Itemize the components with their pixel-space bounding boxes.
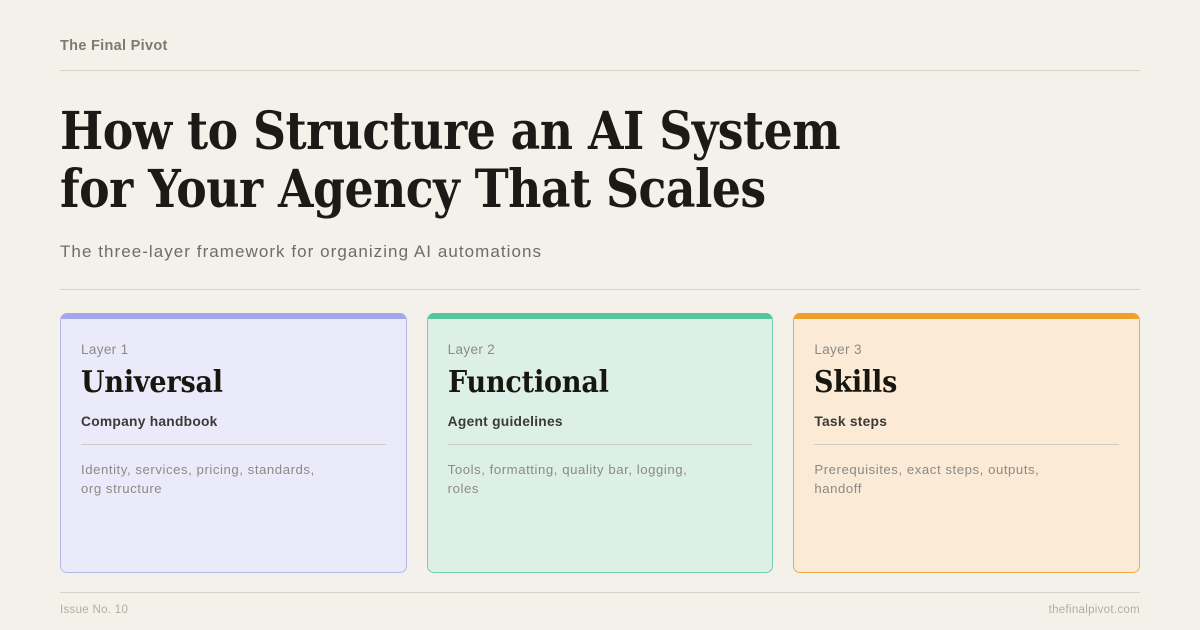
layer-card-2: Layer 2 Functional Agent guidelines Tool… bbox=[426, 312, 774, 573]
card-description: Identity, services, pricing, standards, … bbox=[81, 462, 315, 496]
card-kicker: Layer 1 bbox=[81, 341, 129, 357]
card-inner-divider bbox=[81, 444, 386, 446]
card-title: Skills bbox=[814, 365, 898, 401]
masthead-divider bbox=[60, 70, 1140, 72]
card-description: Tools, formatting, quality bar, logging,… bbox=[447, 462, 688, 496]
masthead: The Final Pivot bbox=[60, 0, 1140, 72]
footer-section: Issue No. 10 thefinalpivot.com bbox=[60, 592, 1140, 630]
layer-card-list: Layer 1 Universal Company handbook Ident… bbox=[60, 312, 1141, 573]
issue-number: Issue No. 10 bbox=[60, 604, 129, 616]
footer: Issue No. 10 thefinalpivot.com bbox=[60, 593, 1140, 616]
brand-name: The Final Pivot bbox=[60, 38, 168, 54]
card-subtitle: Task steps bbox=[814, 413, 888, 429]
site-url: thefinalpivot.com bbox=[1048, 604, 1140, 616]
card-kicker: Layer 3 bbox=[814, 341, 862, 357]
card-content: Layer 2 Functional Agent guidelines Tool… bbox=[428, 319, 773, 572]
card-description: Prerequisites, exact steps, outputs, han… bbox=[814, 462, 1040, 496]
card-title: Universal bbox=[81, 365, 223, 401]
layer-card-3: Layer 3 Skills Task steps Prerequisites,… bbox=[793, 312, 1141, 573]
card-accent-bar bbox=[427, 312, 773, 319]
page-title: How to Structure an AI System for Your A… bbox=[60, 101, 841, 221]
page-subtitle: The three-layer framework for organizing… bbox=[60, 241, 543, 261]
card-inner-divider bbox=[447, 444, 753, 446]
card-inner-divider bbox=[814, 444, 1120, 446]
card-content: Layer 3 Skills Task steps Prerequisites,… bbox=[794, 319, 1139, 572]
card-subtitle: Company handbook bbox=[81, 413, 218, 429]
card-accent-bar bbox=[61, 312, 406, 319]
footer-divider bbox=[60, 592, 1140, 593]
card-accent-bar bbox=[794, 312, 1140, 319]
hero-section: How to Structure an AI System for Your A… bbox=[60, 71, 1140, 290]
card-title: Functional bbox=[447, 365, 609, 401]
hero-divider bbox=[60, 288, 1140, 290]
card-kicker: Layer 2 bbox=[447, 341, 496, 357]
card-subtitle: Agent guidelines bbox=[447, 413, 563, 429]
card-content: Layer 1 Universal Company handbook Ident… bbox=[61, 319, 406, 572]
layer-card-1: Layer 1 Universal Company handbook Ident… bbox=[60, 312, 407, 573]
